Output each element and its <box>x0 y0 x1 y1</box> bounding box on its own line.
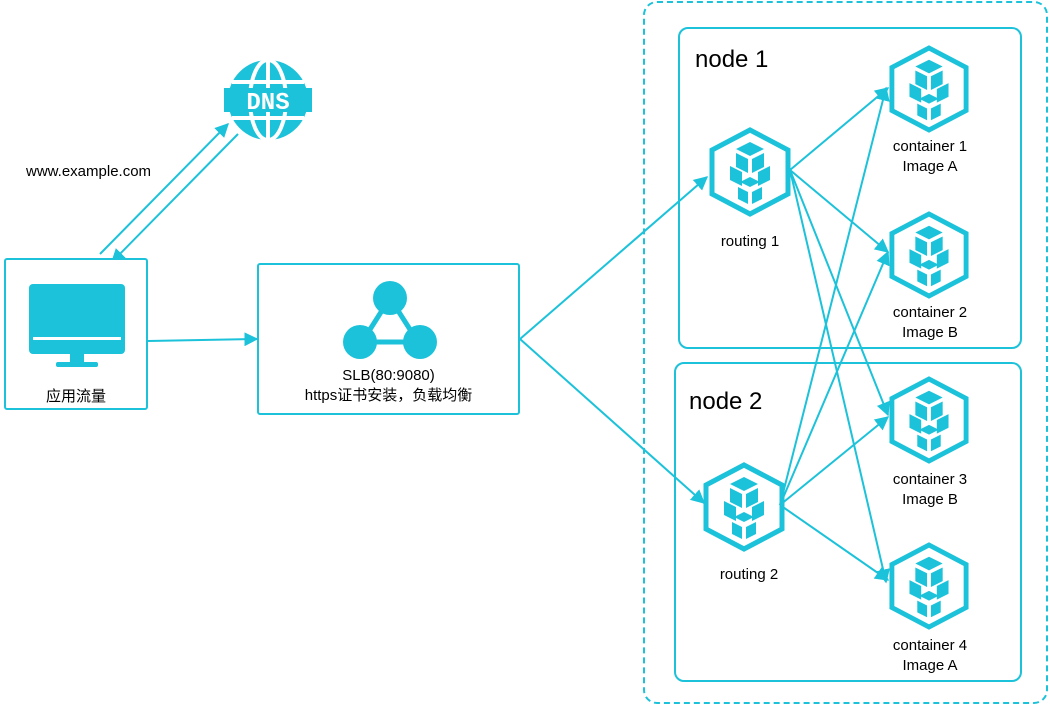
slb-to-routing2-line <box>519 338 706 504</box>
routing1-to-container4-line <box>789 169 890 584</box>
container-3-name: container 3 <box>892 471 968 488</box>
routing2-to-container3-line <box>779 416 890 506</box>
container-4-icon <box>888 541 970 631</box>
node-2-box <box>674 362 1022 682</box>
routing1-to-container1-line <box>789 87 890 171</box>
dns-to-client-line <box>111 133 239 263</box>
routing2-to-container4-line <box>779 504 890 581</box>
routing-2-label: routing 2 <box>719 566 779 583</box>
container-2-image: Image B <box>902 324 958 341</box>
container-1-name: container 1 <box>892 138 968 155</box>
container-2-icon <box>888 210 970 300</box>
client-to-dns-line <box>99 123 229 255</box>
client-label: 应用流量 <box>45 388 106 405</box>
routing1-to-container2-line <box>789 169 890 253</box>
routing1-to-container3-line <box>789 169 890 417</box>
slb-subtitle: https证书安装，负载均衡 <box>304 387 473 404</box>
node-1-title: node 1 <box>695 46 769 73</box>
dns-globe-icon: DNS <box>222 58 314 142</box>
routing-2-icon <box>702 461 786 553</box>
container-3-icon <box>888 375 970 465</box>
routing2-to-container2-line <box>779 250 890 506</box>
cluster-boundary <box>643 1 1048 704</box>
node-1-box <box>678 27 1022 349</box>
slb-to-routing1-line <box>519 176 709 340</box>
container-1-icon <box>888 44 970 134</box>
container-2-name: container 2 <box>892 304 968 321</box>
dns-text: DNS <box>246 90 289 117</box>
monitor-icon <box>28 283 126 369</box>
routing2-to-container1-line <box>779 86 890 506</box>
container-4-image: Image A <box>902 657 958 674</box>
routing-1-icon <box>708 126 792 218</box>
container-4-name: container 4 <box>892 637 968 654</box>
load-balancer-icon <box>340 280 440 362</box>
routing-1-label: routing 1 <box>720 233 780 250</box>
dns-url-label: www.example.com <box>26 163 152 180</box>
container-3-image: Image B <box>902 491 958 508</box>
client-to-slb-line <box>147 332 259 347</box>
container-1-image: Image A <box>902 158 958 175</box>
slb-title: SLB(80:9080) <box>342 367 435 384</box>
node-2-title: node 2 <box>689 388 763 415</box>
